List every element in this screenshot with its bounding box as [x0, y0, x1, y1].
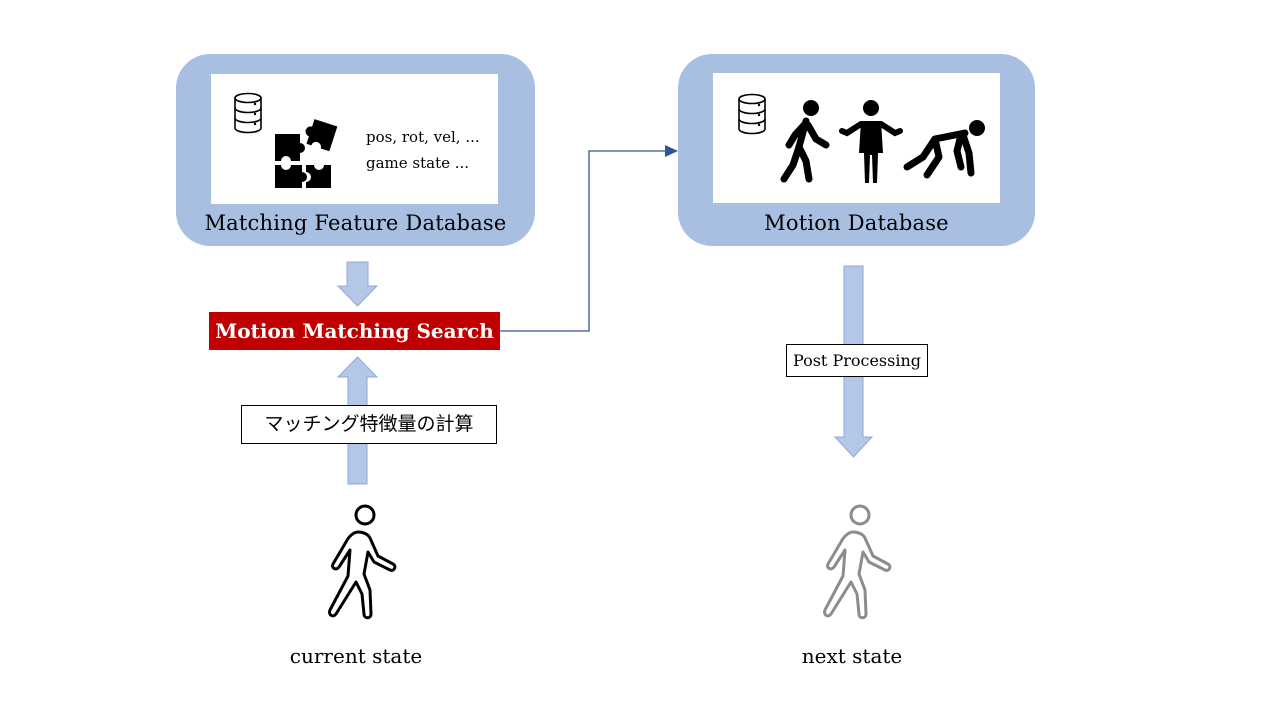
matching-feature-panel: pos, rot, vel, ... game state ...: [211, 74, 498, 204]
puzzle-piece-top-left: [275, 134, 305, 161]
motion-database: Motion Database: [678, 54, 1035, 246]
walking-person-icon: [780, 100, 830, 183]
matching-feature-calc-label: マッチング特徴量の計算: [241, 405, 497, 444]
database-icon: [738, 93, 766, 135]
post-processing-label: Post Processing: [786, 344, 928, 377]
database-icon: [234, 92, 262, 134]
motion-database-panel: [713, 73, 1000, 203]
current-state-label: current state: [289, 644, 423, 668]
matching-feature-database: pos, rot, vel, ... game state ... Matchi…: [176, 54, 535, 246]
walking-person-icon: [328, 504, 397, 620]
motion-matching-search: Motion Matching Search: [209, 312, 500, 350]
arrow-db-to-search: [336, 261, 379, 307]
next-state-label: next state: [801, 644, 903, 668]
puzzle-icon: [275, 119, 338, 188]
matching-feature-database-title: Matching Feature Database: [204, 211, 507, 235]
standing-person-icon: [839, 100, 903, 183]
connector-search-to-motion-db: [500, 150, 666, 332]
motion-database-title: Motion Database: [764, 211, 949, 235]
feature-list: pos, rot, vel, ... game state ...: [366, 124, 480, 176]
puzzle-piece-top-right: [305, 119, 338, 152]
connector-arrowhead: [665, 145, 678, 157]
puzzle-piece-bottom-right: [306, 165, 331, 188]
feature-line-game-state: game state ...: [366, 154, 470, 172]
puzzle-piece-bottom-left: [275, 165, 307, 188]
crawling-person-icon: [903, 120, 985, 179]
feature-line-pos-rot-vel: pos, rot, vel, ...: [366, 128, 480, 146]
walking-person-icon: [823, 504, 892, 620]
